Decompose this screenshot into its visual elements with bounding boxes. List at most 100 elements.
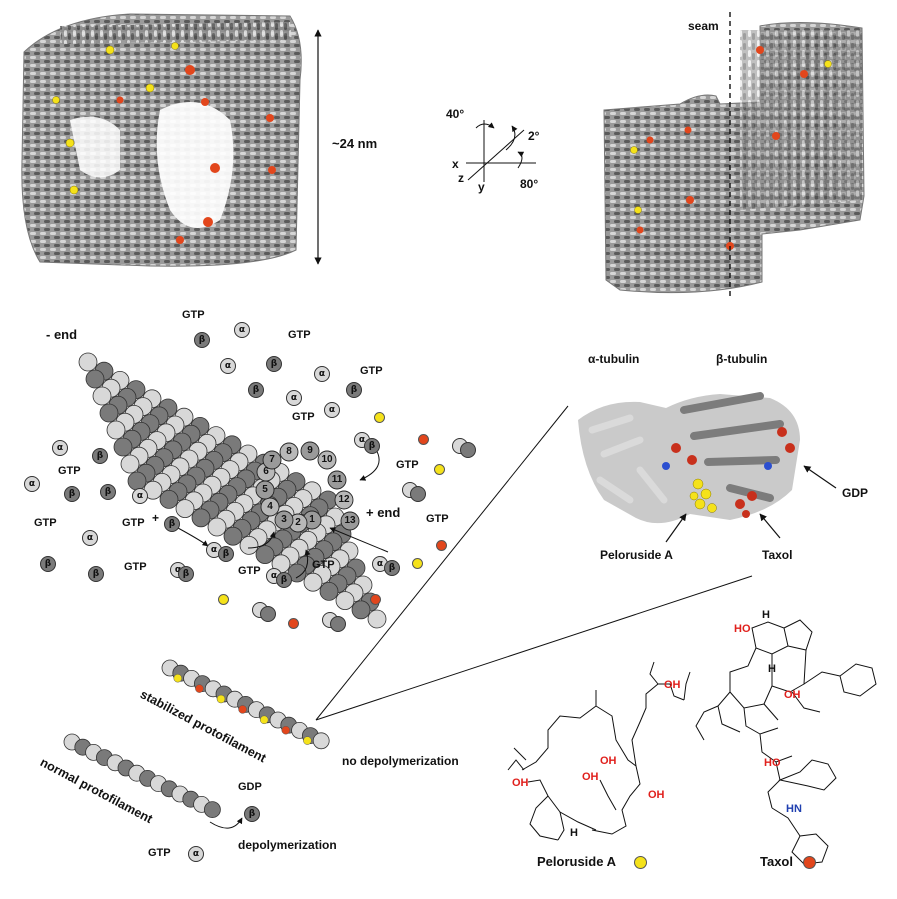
lattice-subunit xyxy=(191,508,211,528)
lattice-subunit xyxy=(303,572,323,592)
lattice-subunit xyxy=(99,403,119,423)
protofilament-number: 2 xyxy=(295,517,301,528)
gtp-label: GTP xyxy=(122,517,145,529)
beta-tubulin-monomer: β xyxy=(276,572,292,588)
taxol-bound xyxy=(238,705,247,714)
h-atom-label: H xyxy=(768,663,776,675)
gdp-pointer-label: GDP xyxy=(842,486,869,500)
protofilament-number: 4 xyxy=(267,501,273,512)
peloruside-bound xyxy=(303,736,312,745)
protofilament-subunit xyxy=(203,801,221,818)
alpha-tubulin-monomer: α xyxy=(324,402,340,418)
peloruside-bound xyxy=(216,694,226,704)
lattice-subunit xyxy=(159,489,179,509)
protofilament-number: 7 xyxy=(269,454,275,465)
no-depolymerization-label: no depolymerization xyxy=(342,754,459,768)
gtp-label: GTP xyxy=(34,517,57,529)
protofilament-number: 5 xyxy=(262,484,268,495)
plus-end-label: + end xyxy=(366,505,401,520)
lattice-subunit xyxy=(351,600,371,620)
microtubule-segment-side-view xyxy=(21,13,302,267)
axis-z-label: z xyxy=(458,171,464,185)
rotation-2-label: 2° xyxy=(528,129,540,143)
oh-atom-label: OH xyxy=(582,771,599,783)
h-atom-label: H xyxy=(762,609,770,621)
lattice-subunit xyxy=(85,369,105,389)
lattice-subunit xyxy=(106,420,126,440)
gtp-label: GTP xyxy=(148,847,171,859)
tubulin-dimer-structure xyxy=(578,392,837,543)
peloruside-legend-dot xyxy=(634,856,647,869)
seam-label: seam xyxy=(688,19,719,33)
peloruside-dot xyxy=(412,558,423,569)
gtp-label: GTP xyxy=(124,561,147,573)
gtp-label: GTP xyxy=(238,565,261,577)
depolymerization-arrow xyxy=(209,817,243,829)
beta-tubulin-monomer: β xyxy=(346,382,362,398)
protofilament-number: 8 xyxy=(286,446,292,457)
alpha-tubulin-label: α-tubulin xyxy=(588,352,640,366)
lattice-subunit xyxy=(120,454,140,474)
alpha-tubulin-monomer: α xyxy=(234,322,250,338)
lattice-subunit xyxy=(113,437,133,457)
oh-atom-label: OH xyxy=(784,689,801,701)
taxol-dot xyxy=(370,594,381,605)
taxol-pointer-label: Taxol xyxy=(762,548,793,562)
lattice-subunit xyxy=(255,545,275,564)
gtp-label: GTP xyxy=(396,459,419,471)
oh-atom-label: OH xyxy=(512,777,529,789)
lattice-subunit xyxy=(92,386,112,406)
microtubule-lattice xyxy=(78,352,387,629)
protofilament-number: 12 xyxy=(338,494,350,505)
lattice-subunit xyxy=(335,591,355,610)
peloruside-bound xyxy=(173,673,183,683)
alpha-tubulin-monomer: α xyxy=(24,476,40,492)
protofilament-number: 9 xyxy=(307,445,313,456)
h-atom-label: H xyxy=(570,827,578,839)
lattice-subunit xyxy=(207,517,227,537)
stabilized-protofilament xyxy=(161,659,330,750)
beta-tubulin-monomer: β xyxy=(248,382,264,398)
beta-tubulin-monomer xyxy=(330,616,346,632)
taxol-bound xyxy=(195,684,204,693)
gdp-label: GDP xyxy=(238,781,262,793)
beta-tubulin-label: β-tubulin xyxy=(716,352,768,366)
gtp-label: GTP xyxy=(312,559,335,571)
peloruside-pointer-label: Peloruside A xyxy=(600,548,673,562)
gtp-label: GTP xyxy=(292,411,315,423)
beta-tubulin-monomer: β xyxy=(244,806,260,822)
normal-protofilament xyxy=(63,733,221,818)
protofilament-end-subunit xyxy=(262,450,282,470)
gtp-label: GTP xyxy=(58,465,81,477)
beta-tubulin-monomer: β xyxy=(92,448,108,464)
protofilament-end-subunit xyxy=(317,450,337,470)
beta-tubulin-monomer: β xyxy=(100,484,116,500)
beta-tubulin-monomer xyxy=(260,606,276,622)
taxol-dot xyxy=(436,540,447,551)
peloruside-dot xyxy=(218,594,229,605)
gtp-label: GTP xyxy=(360,365,383,377)
alpha-tubulin-monomer: α xyxy=(220,358,236,374)
protofilament-number: 10 xyxy=(321,454,333,465)
alpha-tubulin-monomer: α xyxy=(286,390,302,406)
beta-tubulin-monomer: β xyxy=(364,438,380,454)
alpha-tubulin-monomer: α xyxy=(188,846,204,862)
alpha-tubulin-monomer: α xyxy=(82,530,98,546)
taxol-bound xyxy=(281,725,291,735)
lattice-subunit xyxy=(175,499,195,519)
depolymerization-label: depolymerization xyxy=(238,838,337,852)
beta-tubulin-monomer xyxy=(410,486,426,502)
alpha-tubulin-monomer: α xyxy=(132,488,148,504)
lattice-subunit xyxy=(223,526,243,546)
peloruside-dot xyxy=(374,412,385,423)
protofilament-subunit xyxy=(312,732,330,750)
ho-atom-label: HO xyxy=(764,757,781,769)
beta-tubulin-monomer: β xyxy=(40,556,56,572)
lattice-subunit xyxy=(319,582,339,601)
beta-tubulin-monomer: β xyxy=(88,566,104,582)
rotation-80-label: 80° xyxy=(520,177,539,191)
minus-end-label: - end xyxy=(46,327,78,342)
gtp-label: GTP xyxy=(182,309,205,321)
